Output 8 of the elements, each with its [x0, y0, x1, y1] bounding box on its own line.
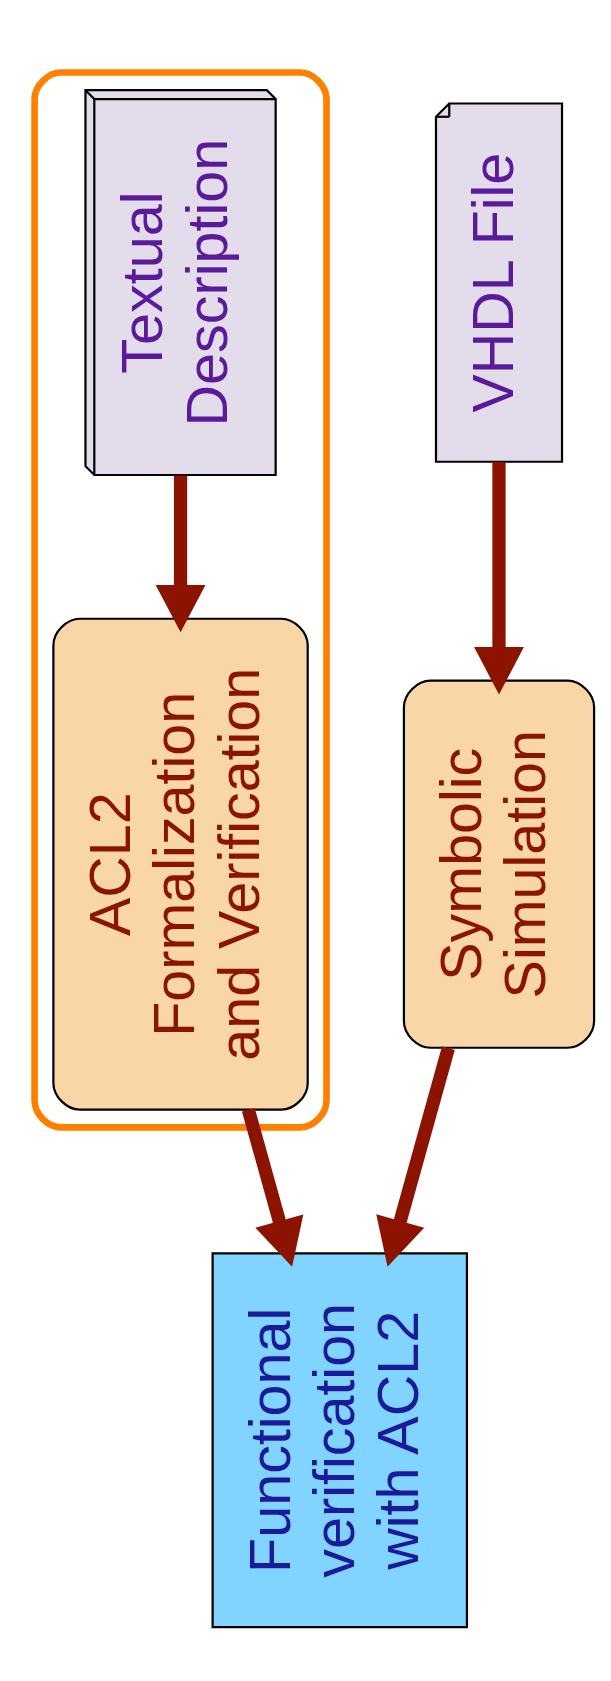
node-box: Functional verification with ACL2: [211, 1251, 469, 1628]
arrow: [155, 474, 206, 632]
node-box: ACL2 Formalization and Verification: [52, 617, 309, 1111]
arrow: [474, 461, 524, 695]
cluster: [31, 68, 330, 1131]
node-box: Symbolic Simulation: [402, 679, 596, 1049]
arrow: [241, 1107, 304, 1267]
arrow: [376, 1045, 455, 1267]
